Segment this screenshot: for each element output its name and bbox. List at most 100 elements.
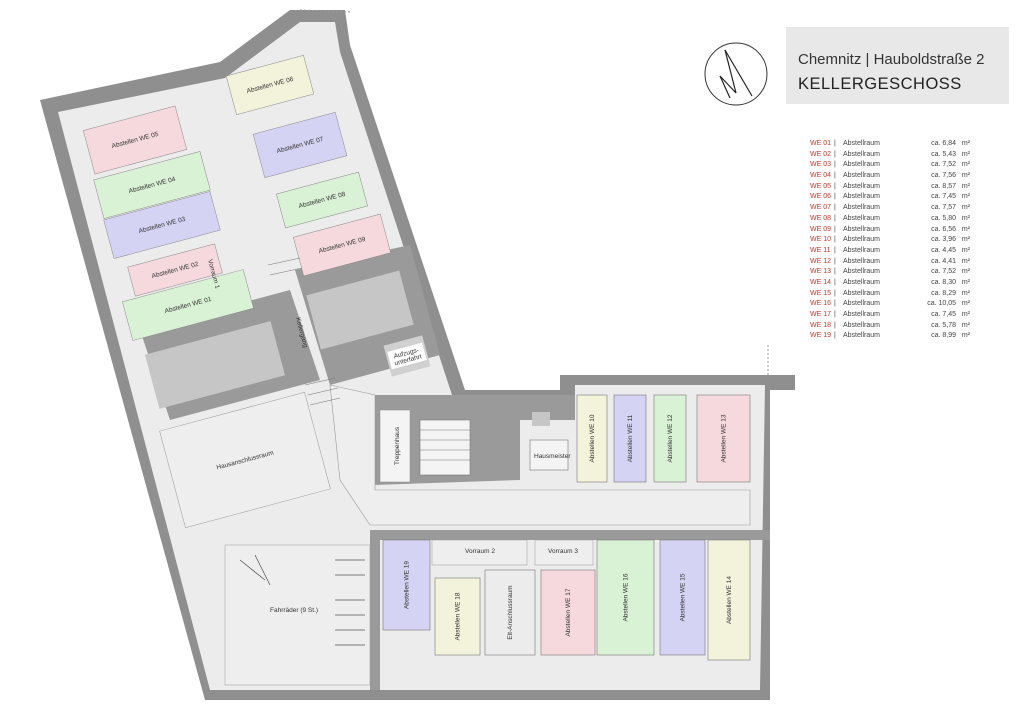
room-we03: Abstellen WE 03: [103, 191, 221, 259]
we17-label: Abstellen WE 17: [565, 588, 572, 636]
area-unit: m²: [961, 268, 970, 276]
room-area: ca. 5,80: [931, 214, 956, 222]
room-we01: Abstellen WE 01: [122, 269, 254, 341]
room-type: Abstellraum: [843, 182, 880, 190]
we18-label: Abstellen WE 18: [455, 592, 462, 640]
room-area: ca. 7,52: [931, 268, 956, 276]
separator: |: [834, 257, 836, 265]
room-type: Abstellraum: [843, 172, 880, 180]
area-unit: m²: [961, 204, 970, 212]
unit-number: WE 07: [810, 204, 832, 212]
room-type: Abstellraum: [843, 140, 880, 147]
room-type: Abstellraum: [843, 300, 880, 308]
area-unit: m²: [961, 246, 970, 254]
separator: |: [834, 289, 836, 297]
room-type: Abstellraum: [843, 246, 880, 254]
unit-number: WE 12: [810, 257, 832, 265]
area-unit: m²: [961, 182, 970, 190]
area-unit: m²: [961, 236, 970, 244]
title-block: Chemnitz | Hauboldstraße 2 KELLERGESCHOS…: [786, 27, 1009, 104]
fahrraeder-label: Fahrräder (9 St.): [270, 607, 318, 614]
legend-row: WE 05| Abstellraum ca. 8,57 m²: [810, 182, 970, 193]
inner-wall: [370, 540, 380, 690]
separator: |: [834, 182, 836, 190]
we11-label: Abstellen WE 11: [627, 414, 634, 462]
elt-label: Elt-Anschlussraum: [507, 585, 514, 639]
unit-number: WE 18: [810, 321, 832, 329]
room-area: ca. 4,41: [931, 257, 956, 265]
area-unit: m²: [961, 140, 970, 147]
unit-number: WE 04: [810, 172, 832, 180]
room-we07: Abstellen WE 07: [252, 111, 348, 179]
room-type: Abstellraum: [843, 193, 880, 201]
room-area: ca. 5,78: [931, 321, 956, 329]
cellar-stairs: [267, 257, 341, 406]
room-vorraum3: Vorraum 3: [534, 539, 594, 566]
hausmeister-label: Hausmeister: [534, 453, 571, 460]
area-unit: m²: [961, 332, 970, 340]
we15-label: Abstellen WE 15: [680, 573, 687, 621]
room-we18: Abstellen WE 18: [434, 577, 481, 656]
separator: |: [834, 172, 836, 180]
area-unit: m²: [961, 278, 970, 286]
we19-label: Abstellen WE 19: [404, 561, 411, 609]
unit-number: WE 11: [810, 246, 831, 254]
separator: |: [834, 236, 836, 244]
room-fahrraeder: Fahrräder (9 St.): [224, 544, 371, 686]
bicycle-icons: [239, 554, 365, 646]
room-we16: Abstellen WE 16: [596, 539, 655, 656]
room-treppenhaus: Treppenhaus: [379, 409, 411, 483]
room-vorraum2: Vorraum 2: [431, 539, 528, 566]
unit-number: WE 01: [810, 140, 832, 147]
we12-label: Abstellen WE 12: [667, 414, 674, 462]
room-type: Abstellraum: [843, 289, 880, 297]
area-unit: m²: [961, 225, 970, 233]
area-unit: m²: [961, 161, 970, 169]
separator: |: [834, 311, 836, 318]
unit-number: WE 02: [810, 150, 832, 158]
area-unit: m²: [961, 300, 970, 308]
room-we13: Abstellen WE 13: [696, 394, 751, 483]
separator: |: [834, 193, 836, 201]
room-we04: Abstellen WE 04: [93, 151, 211, 219]
room-type: Abstellraum: [843, 257, 880, 265]
unit-number: WE 14: [810, 278, 832, 286]
room-area: ca. 8,29: [931, 289, 956, 297]
room-type: Abstellraum: [843, 332, 880, 340]
unit-number: WE 03: [810, 161, 832, 169]
unit-number: WE 09: [810, 225, 832, 233]
room-hausanschlussraum: Hausanschlussraum: [159, 391, 331, 529]
separator: |: [834, 268, 836, 276]
room-area: ca. 7,56: [931, 172, 956, 180]
room-area: ca. 7,52: [931, 161, 956, 169]
area-unit: m²: [961, 150, 970, 158]
room-area: ca. 3,96: [931, 236, 956, 244]
room-we11: Abstellen WE 11: [613, 394, 647, 483]
separator: |: [834, 332, 836, 340]
separator: |: [834, 278, 836, 286]
separator: |: [834, 214, 836, 222]
project-address: Chemnitz | Hauboldstraße 2: [798, 51, 985, 68]
room-we10: Abstellen WE 10: [576, 394, 608, 483]
room-type: Abstellraum: [843, 150, 880, 158]
unit-number: WE 05: [810, 182, 832, 190]
staircase: [419, 412, 569, 476]
area-unit: m²: [961, 321, 970, 329]
room-aufzugsunterfahrt: Aufzugs- unterfahrt: [383, 335, 431, 377]
inner-wall: [370, 530, 770, 540]
unit-number: WE 19: [810, 332, 832, 340]
room-area: ca. 8,57: [931, 182, 956, 190]
separator: |: [834, 204, 836, 212]
unit-number: WE 08: [810, 214, 832, 222]
